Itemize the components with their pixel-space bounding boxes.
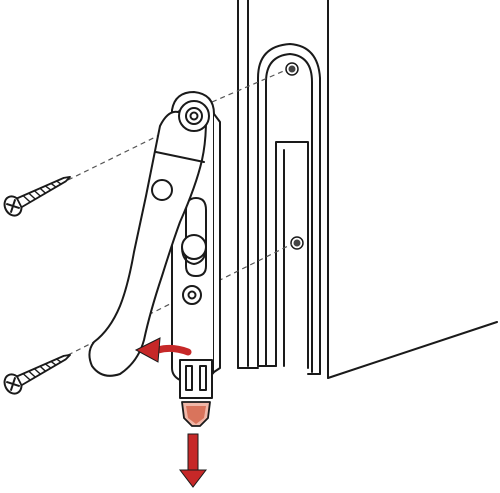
stay-body-side	[213, 113, 221, 373]
stay-tongue-slot-right	[199, 365, 207, 391]
keep-plate-outline	[257, 43, 321, 375]
keep-screw-holes	[285, 62, 304, 250]
frame-floor-line	[327, 321, 498, 379]
alignment-line-top-right	[211, 69, 287, 103]
alignment-line-bottom-right	[209, 243, 293, 286]
keep-plate-inner	[265, 53, 313, 373]
stay-tongue	[179, 359, 213, 399]
screw-icon	[3, 176, 71, 217]
curved-arrow-left-icon	[134, 337, 192, 363]
screw-icon	[3, 354, 71, 395]
stay-locking-stud	[181, 234, 207, 260]
window-frame	[237, 0, 498, 379]
stay-handle-edge	[155, 151, 205, 163]
keep-slot-bottom	[257, 365, 321, 375]
arrow-down-icon	[178, 433, 208, 488]
release-pin-tip	[181, 401, 211, 427]
stay-handle-knob	[151, 179, 173, 201]
stay-handle-arm	[88, 103, 207, 377]
window-stay	[88, 91, 221, 399]
keep-slot	[275, 141, 309, 369]
stay-tongue-slot-left	[185, 365, 193, 391]
